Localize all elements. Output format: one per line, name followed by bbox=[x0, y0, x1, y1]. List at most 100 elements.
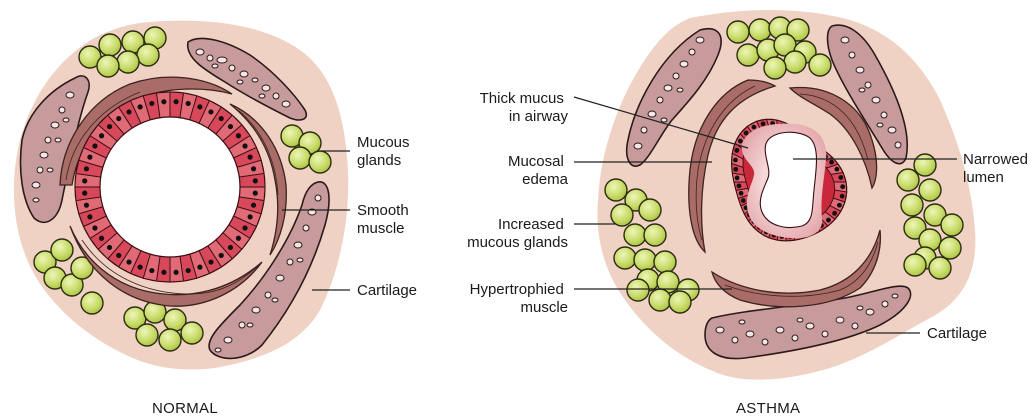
mucous-gland-acinus bbox=[180, 321, 204, 345]
cartilage-lacuna bbox=[688, 48, 696, 56]
cell-nucleus bbox=[197, 104, 203, 110]
cartilage-lacuna bbox=[633, 142, 643, 150]
mucous-gland-acinus bbox=[116, 50, 140, 74]
cell-nucleus bbox=[250, 166, 257, 172]
cartilage-lacuna bbox=[46, 167, 54, 173]
mucous-gland-acinus bbox=[136, 43, 160, 67]
cell-nucleus bbox=[83, 202, 90, 208]
cell-nucleus bbox=[227, 244, 234, 251]
cartilage-lacuna bbox=[865, 308, 875, 316]
cell-nucleus bbox=[751, 124, 757, 130]
mucous-gland-acinus bbox=[783, 50, 807, 74]
cartilage-lacuna bbox=[805, 322, 815, 330]
cell-nucleus bbox=[92, 225, 98, 231]
label-smooth-muscle: Smooth muscle bbox=[357, 202, 413, 237]
cell-nucleus bbox=[185, 267, 191, 274]
cartilage-lacuna bbox=[858, 87, 866, 93]
cell-nucleus bbox=[242, 225, 248, 231]
cartilage-lacuna bbox=[881, 300, 889, 308]
cartilage-lacuna bbox=[206, 54, 214, 62]
cartilage-lacuna bbox=[211, 63, 219, 69]
cartilage-lacuna bbox=[293, 241, 303, 249]
cell-nucleus bbox=[227, 123, 234, 130]
cartilage-lacuna bbox=[223, 336, 233, 344]
cartilage-lacuna bbox=[31, 181, 41, 189]
cartilage-lacuna bbox=[251, 77, 259, 83]
cartilage-lacuna bbox=[856, 305, 864, 311]
mucous-gland-acinus bbox=[903, 253, 927, 277]
mucous-gland-acinus bbox=[918, 178, 942, 202]
mucous-gland-acinus bbox=[786, 18, 810, 42]
cell-nucleus bbox=[836, 202, 842, 208]
mucous-gland-acinus bbox=[940, 213, 964, 237]
cartilage-lacuna bbox=[36, 166, 44, 174]
cartilage-lacuna bbox=[715, 326, 725, 334]
mucous-gland-acinus bbox=[98, 33, 122, 57]
label-cartilage-asthma: Cartilage bbox=[927, 325, 987, 342]
cartilage-lacuna bbox=[50, 121, 60, 129]
cell-nucleus bbox=[734, 147, 740, 153]
cartilage-lacuna bbox=[238, 321, 246, 329]
mucous-gland-acinus bbox=[928, 256, 952, 280]
cell-nucleus bbox=[173, 99, 179, 105]
cell-nucleus bbox=[218, 252, 224, 259]
cartilage-lacuna bbox=[214, 347, 222, 353]
cell-nucleus bbox=[98, 133, 105, 139]
cell-nucleus bbox=[173, 269, 179, 275]
asthma-mucous-glands bbox=[604, 16, 964, 314]
cell-nucleus bbox=[252, 190, 258, 196]
cell-nucleus bbox=[235, 235, 242, 241]
label-thick-mucus: Thick mucus in airway bbox=[480, 90, 569, 125]
mucous-gland-acinus bbox=[668, 290, 692, 314]
cartilage-lacuna bbox=[271, 297, 279, 303]
cartilage-lacuna bbox=[679, 60, 689, 68]
cell-nucleus bbox=[834, 166, 840, 172]
mucous-gland-acinus bbox=[96, 54, 120, 78]
cartilage-lacuna bbox=[251, 306, 261, 314]
label-mucosal-edema: Mucosal edema bbox=[508, 153, 569, 188]
cell-nucleus bbox=[826, 217, 831, 223]
cartilage-lacuna bbox=[791, 334, 799, 342]
asthma-cartilage-lacunae bbox=[633, 36, 902, 346]
cell-nucleus bbox=[92, 143, 98, 149]
cartilage-lacuna bbox=[880, 111, 888, 119]
mucous-gland-acinus bbox=[643, 223, 667, 247]
cell-nucleus bbox=[116, 252, 122, 259]
cell-nucleus bbox=[733, 157, 738, 163]
cell-nucleus bbox=[840, 184, 846, 190]
cell-nucleus bbox=[197, 264, 203, 270]
cartilage-lacuna bbox=[314, 194, 322, 202]
cartilage-lacuna bbox=[275, 274, 285, 282]
mucous-gland-acinus bbox=[626, 278, 650, 302]
cell-nucleus bbox=[839, 193, 845, 199]
mucous-gland-acinus bbox=[648, 288, 672, 312]
cartilage-lacuna bbox=[640, 126, 648, 134]
normal-mucous-glands bbox=[33, 26, 332, 352]
cell-nucleus bbox=[161, 99, 167, 105]
cell-nucleus bbox=[733, 166, 739, 172]
cartilage-lacuna bbox=[272, 92, 280, 100]
cartilage-lacuna bbox=[821, 330, 829, 338]
cartilage-lacuna bbox=[864, 81, 872, 89]
cartilage-lacuna bbox=[58, 106, 66, 114]
cartilage-lacuna bbox=[660, 117, 668, 123]
cell-nucleus bbox=[149, 267, 155, 274]
cell-nucleus bbox=[126, 109, 132, 115]
cartilage-lacuna bbox=[65, 91, 75, 99]
cartilage-lacuna bbox=[54, 137, 62, 143]
cell-nucleus bbox=[736, 183, 742, 189]
cartilage-lacuna bbox=[796, 317, 804, 323]
cell-nucleus bbox=[106, 123, 113, 130]
label-hypertrophied-muscle: Hypertrophied muscle bbox=[470, 281, 568, 316]
mucous-gland-acinus bbox=[158, 328, 182, 352]
asthma-muscle-bottom bbox=[710, 229, 882, 308]
normal-muscle-right bbox=[229, 103, 287, 256]
cartilage-lacuna bbox=[44, 136, 52, 144]
cartilage-lacuna bbox=[39, 151, 49, 159]
cell-nucleus bbox=[98, 235, 105, 241]
mucous-gland-acinus bbox=[50, 238, 74, 262]
cell-nucleus bbox=[82, 190, 88, 196]
asthma-panel: Thick mucus in airway Mucosal edema Incr… bbox=[467, 10, 1028, 417]
normal-cartilage-lacunae bbox=[31, 48, 322, 353]
normal-muscle-bottom bbox=[69, 225, 263, 307]
